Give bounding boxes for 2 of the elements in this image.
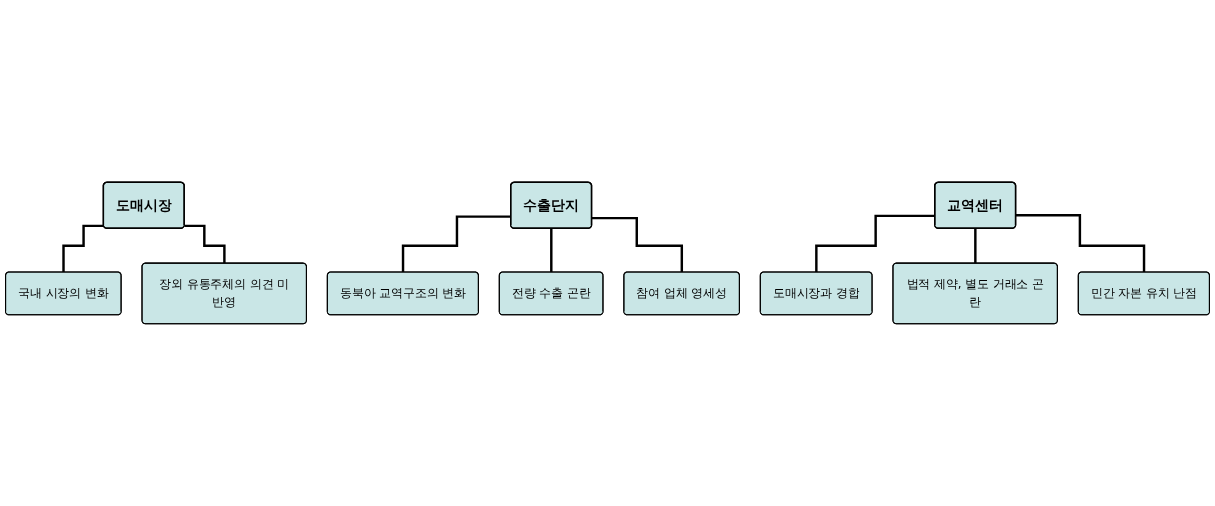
connector xyxy=(974,227,977,265)
connector xyxy=(184,224,226,265)
